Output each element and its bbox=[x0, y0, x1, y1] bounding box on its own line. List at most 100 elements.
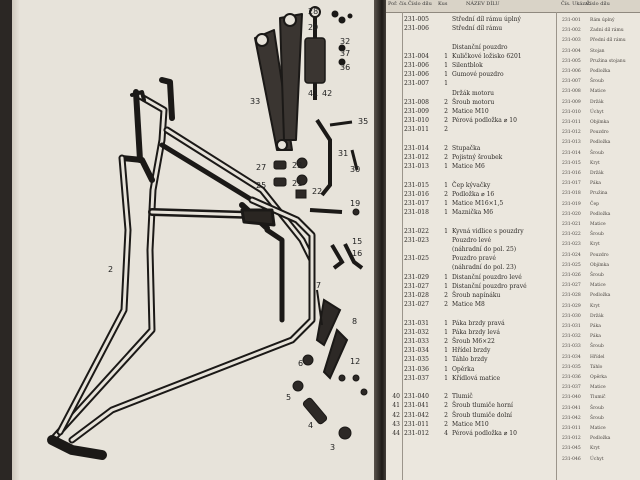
label-42: 42 bbox=[322, 89, 332, 98]
far-part-number: 231-034 bbox=[562, 354, 581, 360]
row-part-name: Stupačka bbox=[452, 144, 481, 152]
row-part-name: Kyvná vidlice s pouzdry bbox=[452, 227, 524, 235]
row-part-number: 231-008 bbox=[404, 98, 429, 106]
far-part-name: Podložka bbox=[590, 293, 611, 299]
column-divider bbox=[402, 12, 403, 480]
row-part-name: Střední díl rámu úplný bbox=[452, 16, 521, 23]
row-part-name: Páka brzdy pravá bbox=[452, 319, 505, 327]
row-part-name: Čep kývačky bbox=[452, 181, 491, 189]
far-part-number: 231-014 bbox=[562, 150, 581, 156]
far-part-name: Šroub bbox=[590, 232, 604, 238]
far-part-name: Šroub bbox=[590, 415, 604, 421]
far-part-name: Stojan bbox=[590, 48, 605, 54]
header-qty: Kus bbox=[438, 1, 448, 7]
far-part-number: 231-018 bbox=[562, 191, 581, 197]
far-part-name: Matice bbox=[590, 222, 606, 227]
row-part-name: Šroub motoru bbox=[452, 98, 495, 106]
row-pos: 42 bbox=[392, 411, 400, 419]
row-quantity: 1 bbox=[444, 273, 448, 281]
label-37: 37 bbox=[340, 49, 350, 58]
far-part-name: Objímka bbox=[590, 120, 610, 125]
label-33: 33 bbox=[250, 97, 260, 106]
far-part-name: Matice bbox=[590, 89, 606, 95]
far-part-number: 231-011 bbox=[562, 120, 581, 125]
far-part-name: Páka bbox=[590, 181, 601, 187]
far-part-number: 231-041 bbox=[562, 405, 581, 411]
label-32: 32 bbox=[340, 37, 350, 46]
row-pos: 44 bbox=[392, 430, 400, 437]
row-part-number: 231-006 bbox=[404, 62, 429, 69]
far-part-number: 231-025 bbox=[562, 262, 581, 268]
row-part-number: 231-012 bbox=[404, 430, 429, 437]
row-part-name: Matice M6 bbox=[452, 163, 485, 171]
row-part-number: 231-032 bbox=[404, 328, 429, 336]
row-quantity: 2 bbox=[444, 117, 448, 125]
row-part-name: Pojistný šroubek bbox=[452, 154, 503, 161]
row-part-name: Matice M10 bbox=[452, 420, 489, 428]
far-part-name: Hřídel bbox=[590, 354, 605, 360]
row-part-number: 231-037 bbox=[404, 374, 429, 382]
label-41: 41 bbox=[308, 89, 318, 98]
far-part-number: 231-010 bbox=[562, 109, 581, 115]
far-part-name: Držák bbox=[590, 99, 604, 105]
row-part-number: 231-013 bbox=[404, 163, 429, 171]
row-part-number: 231-010 bbox=[404, 117, 429, 125]
row-pos: 40 bbox=[392, 393, 400, 401]
far-part-number: 231-031 bbox=[562, 324, 581, 329]
row-part-name: (náhradní do pol. 23) bbox=[452, 264, 517, 272]
row-part-number: 231-040 bbox=[404, 393, 429, 401]
row-part-name: Držák motoru bbox=[452, 89, 495, 97]
row-part-name: Matice M16×1,5 bbox=[452, 200, 504, 207]
row-part-name: Šroub napínáku bbox=[452, 292, 501, 299]
far-part-number: 231-019 bbox=[562, 201, 581, 207]
far-part-number: 231-040 bbox=[562, 395, 581, 401]
label-36: 36 bbox=[340, 63, 350, 72]
row-quantity: 1 bbox=[444, 181, 448, 189]
row-part-number: 231-028 bbox=[404, 292, 429, 299]
row-part-name: Šroub M6×22 bbox=[452, 338, 495, 345]
row-quantity: 2 bbox=[444, 154, 448, 161]
row-part-name: Silentblok bbox=[452, 62, 483, 69]
row-part-name: Pouzdro levé bbox=[452, 236, 492, 244]
table-header: Poř. čís. Číslo dílu Kus NÁZEV DÍLU Čís.… bbox=[386, 0, 640, 13]
label-21: 21 bbox=[292, 179, 302, 188]
far-part-number: 231-033 bbox=[562, 344, 581, 350]
label-15: 15 bbox=[352, 237, 362, 246]
row-part-number: 231-036 bbox=[404, 365, 429, 373]
row-part-number: 231-017 bbox=[404, 200, 429, 207]
far-part-number: 231-011 bbox=[562, 426, 581, 431]
far-part-number: 231-045 bbox=[562, 446, 581, 452]
label-35: 35 bbox=[358, 117, 368, 126]
label-28: 28 bbox=[308, 7, 318, 16]
row-part-number: 231-015 bbox=[404, 181, 429, 189]
far-part-name: Podložka bbox=[590, 436, 611, 442]
row-part-name: Křídlová matice bbox=[452, 374, 501, 382]
label-27: 27 bbox=[256, 163, 266, 172]
far-part-number: 231-022 bbox=[562, 232, 581, 238]
row-part-name: Kuličkové ložisko 6201 bbox=[452, 52, 522, 60]
row-part-number: 231-031 bbox=[404, 319, 429, 327]
swing-arm bbox=[254, 13, 303, 151]
row-quantity: 2 bbox=[444, 301, 448, 309]
far-part-name: Šroub bbox=[590, 150, 604, 156]
row-quantity: 1 bbox=[444, 319, 448, 327]
row-part-number: 231-014 bbox=[404, 144, 429, 152]
far-part-name: Páka bbox=[590, 334, 601, 340]
far-part-name: Podložka bbox=[590, 69, 611, 74]
far-part-number: 231-024 bbox=[562, 252, 581, 258]
far-part-name: Páka bbox=[590, 324, 601, 329]
row-part-number: 231-012 bbox=[404, 154, 429, 161]
row-quantity: 2 bbox=[444, 190, 448, 198]
far-part-number: 231-003 bbox=[562, 38, 581, 44]
row-quantity: 2 bbox=[444, 402, 448, 410]
callout-labels: 2 33 28 29 32 37 36 41 42 35 27 25 23 21… bbox=[108, 7, 368, 452]
row-part-name: Šroub tlumiče dolní bbox=[452, 411, 512, 419]
far-part-number: 231-004 bbox=[562, 48, 581, 54]
row-part-name: Pouzdro pravé bbox=[452, 255, 496, 263]
left-page: 2 33 28 29 32 37 36 41 42 35 27 25 23 21… bbox=[12, 0, 382, 480]
row-part-number: 231-027 bbox=[404, 282, 429, 290]
exploded-frame-illustration: 2 33 28 29 32 37 36 41 42 35 27 25 23 21… bbox=[47, 6, 368, 460]
row-quantity: 1 bbox=[444, 200, 448, 207]
far-part-name: Kryt bbox=[590, 242, 600, 248]
label-25: 25 bbox=[256, 181, 266, 190]
